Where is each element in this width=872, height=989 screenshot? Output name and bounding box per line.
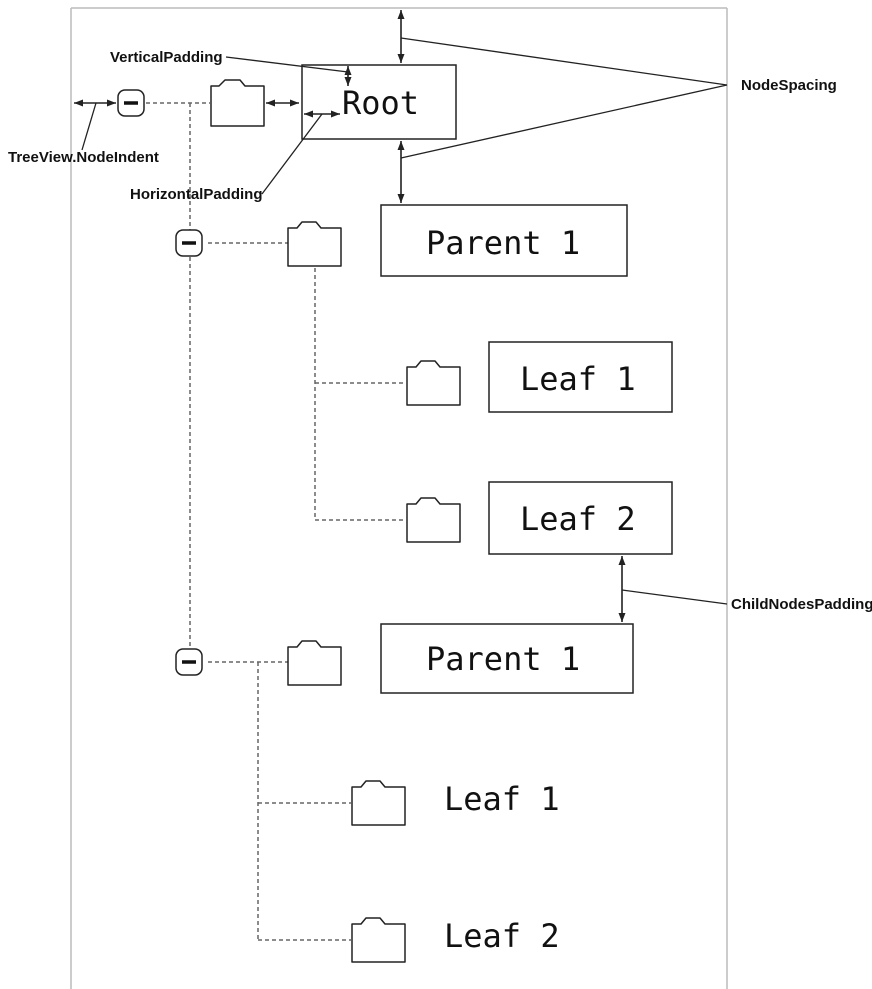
child-nodes-padding-label: ChildNodesPadding xyxy=(731,596,872,613)
parent-b-leaf-1-label[interactable]: Leaf 1 xyxy=(444,780,560,818)
root-expander-icon[interactable] xyxy=(117,89,145,117)
node-spacing-leader-top xyxy=(400,37,728,86)
tree-connectors xyxy=(139,102,406,941)
parent-b-folder-icon xyxy=(287,640,342,686)
parent-a-leaf-2-folder-icon xyxy=(406,497,461,543)
root-folder-icon xyxy=(210,79,265,127)
parent-a-node-label[interactable]: Parent 1 xyxy=(426,224,580,262)
parent-a-leaf-1-node-box xyxy=(488,341,673,413)
node-indent-label: TreeView.NodeIndent xyxy=(8,149,159,166)
parent-b-node-box xyxy=(380,623,634,694)
horizontal-padding-leader xyxy=(261,113,323,195)
parent-a-leaf-1-folder-icon xyxy=(406,360,461,406)
parent-a-folder-icon xyxy=(287,221,342,267)
node-indent-leader xyxy=(81,102,97,151)
parent-a-expander-icon[interactable] xyxy=(175,229,203,257)
vertical-padding-label: VerticalPadding xyxy=(110,49,223,66)
parent-a-leaf-1-label[interactable]: Leaf 1 xyxy=(520,360,636,398)
parent-b-node-label[interactable]: Parent 1 xyxy=(426,640,580,678)
vertical-padding-leader xyxy=(225,56,349,73)
child-nodes-padding-leader xyxy=(621,589,728,605)
annotation-leaders xyxy=(81,37,728,605)
parent-a-leaf-2-label[interactable]: Leaf 2 xyxy=(520,500,636,538)
parent-b-leaf-2-folder-icon xyxy=(351,917,406,963)
node-spacing-label: NodeSpacing xyxy=(741,77,837,94)
parent-b-leaf-1-folder-icon xyxy=(351,780,406,826)
parent-b-expander-icon[interactable] xyxy=(175,648,203,676)
parent-b-leaf-2-label[interactable]: Leaf 2 xyxy=(444,917,560,955)
root-node-box xyxy=(301,64,457,140)
node-spacing-leader-bottom xyxy=(400,84,728,159)
parent-a-node-box xyxy=(380,204,628,277)
root-node-label[interactable]: Root xyxy=(342,84,419,122)
horizontal-padding-label: HorizontalPadding xyxy=(130,186,263,203)
parent-a-leaf-2-node-box xyxy=(488,481,673,555)
